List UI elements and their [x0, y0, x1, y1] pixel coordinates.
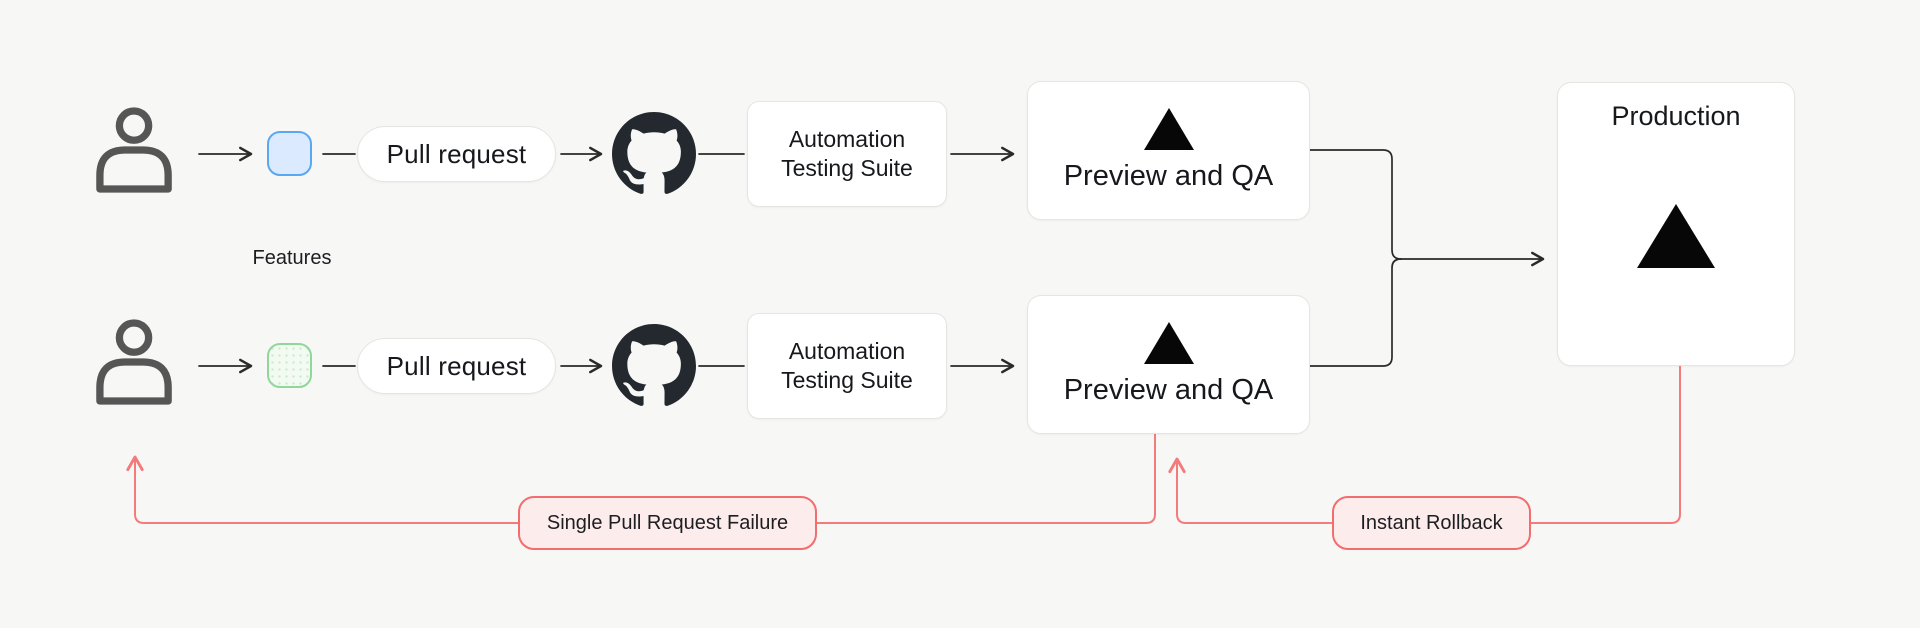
developer-icon: [96, 315, 174, 409]
single-pull-request-failure-label: Single Pull Request Failure: [546, 511, 789, 534]
vercel-triangle-icon: [1143, 108, 1194, 150]
github-icon: [612, 324, 696, 408]
pull-request-node: Pull request: [357, 126, 556, 182]
pull-request-label: Pull request: [386, 350, 527, 381]
developer-icon: [96, 103, 174, 197]
vercel-triangle-icon: [1637, 204, 1715, 268]
automation-testing-suite-node: Automation Testing Suite: [747, 313, 947, 419]
pull-request-label: Pull request: [386, 138, 527, 169]
pull-request-node: Pull request: [357, 338, 556, 394]
instant-rollback-label: Instant Rollback: [1360, 511, 1503, 534]
preview-and-qa-label: Preview and QA: [1063, 160, 1274, 192]
automation-testing-suite-label: Automation Testing Suite: [781, 125, 913, 181]
merge-wire-top: [1309, 149, 1402, 260]
single-pull-request-failure-badge: Single Pull Request Failure: [518, 496, 817, 550]
preview-and-qa-node: Preview and QA: [1027, 81, 1310, 220]
preview-and-qa-node: Preview and QA: [1027, 295, 1310, 434]
features-label: Features: [252, 247, 332, 269]
automation-testing-suite-node: Automation Testing Suite: [747, 101, 947, 207]
production-node: Production: [1557, 82, 1795, 366]
vercel-triangle-icon: [1143, 322, 1194, 364]
automation-testing-suite-label: Automation Testing Suite: [781, 337, 913, 393]
github-icon: [612, 112, 696, 196]
production-label: Production: [1611, 101, 1741, 131]
feature-commit-node-blue: [267, 131, 312, 176]
preview-and-qa-label: Preview and QA: [1063, 374, 1274, 406]
feature-commit-node-green: [267, 343, 312, 388]
merge-wire-bottom: [1307, 258, 1402, 367]
instant-rollback-badge: Instant Rollback: [1332, 496, 1531, 550]
